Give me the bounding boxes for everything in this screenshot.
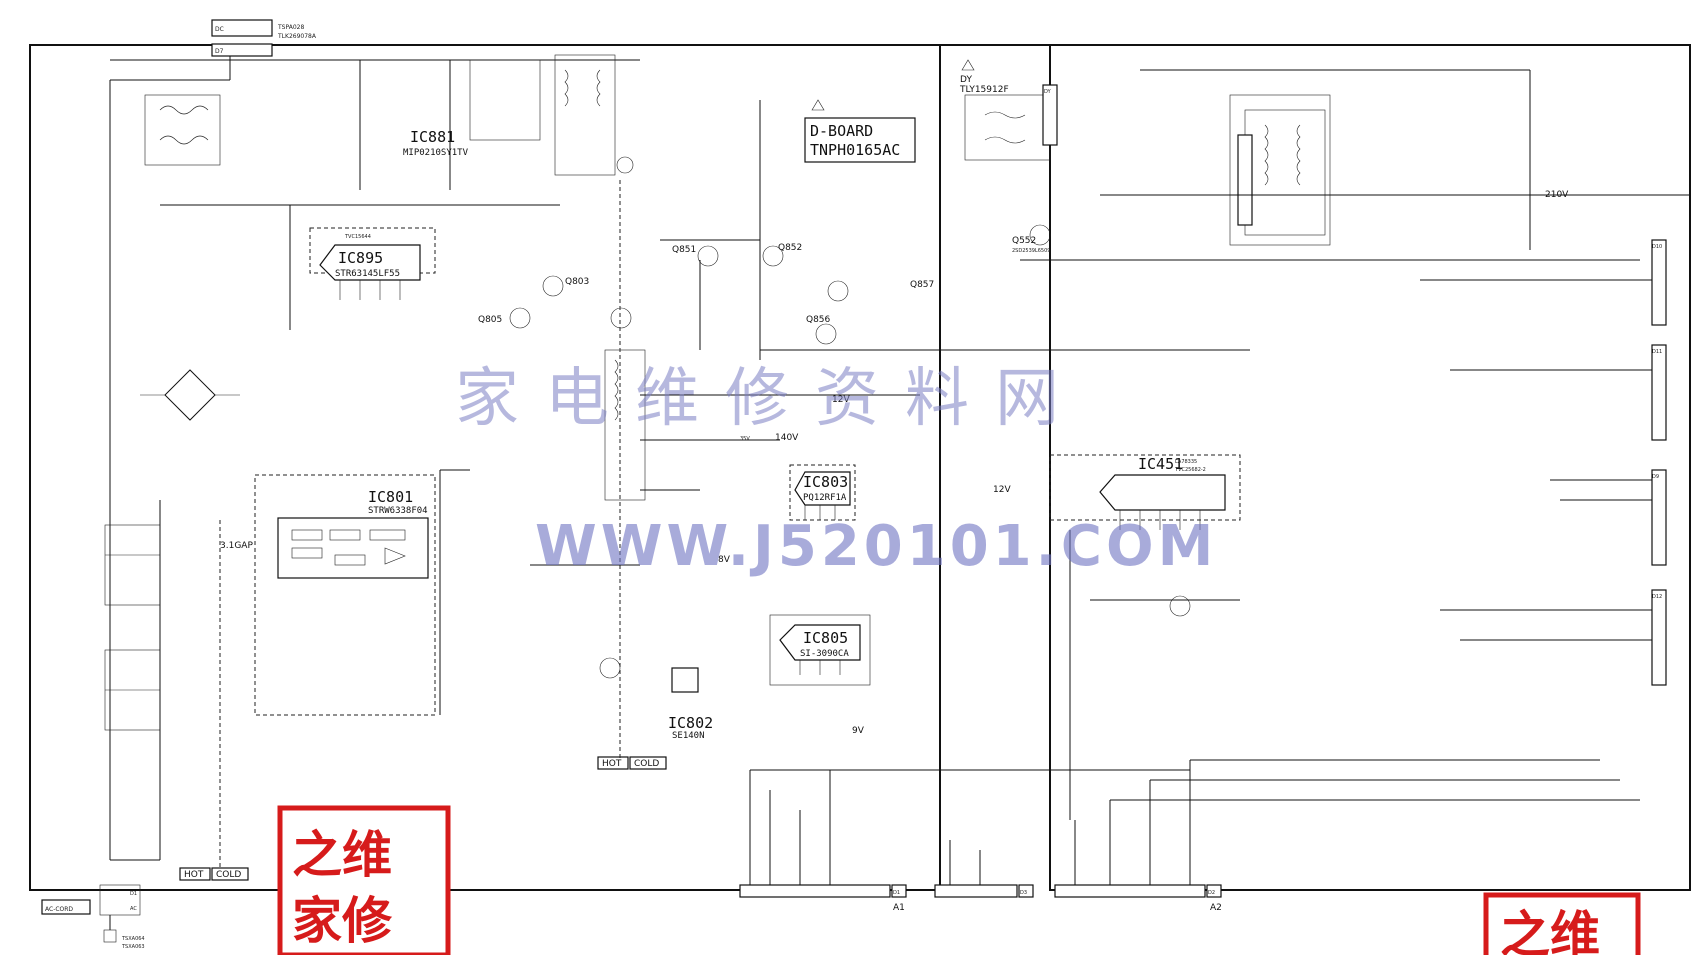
bottom-connectors: D1 A1 D3 D2 A2 [739,759,1640,913]
flyback-block [1020,69,1690,261]
conn-d11: D11 [1652,349,1662,355]
ic451-label: IC451 [1138,455,1183,473]
stamp-left: 之维 家修 [277,805,451,955]
dy-label: DY [960,75,972,85]
ic803-label: IC803 [803,473,848,491]
voltage-9v: 9V [852,726,865,736]
stamp-left-top: 之维 [292,826,392,884]
q552-label: Q552 [1012,236,1036,246]
stamp-left-bottom: 家修 [292,892,393,950]
q805-label: Q805 [478,315,502,325]
ic802-block: IC802 SE140N [668,667,713,741]
voltage-12v-a: 12V [832,395,850,405]
dy-part: TLY15912F [959,85,1009,95]
stamp-right: 之维 [1483,892,1641,955]
ic801-part: STRW6338F04 [368,506,428,516]
conn-d10: D10 [1652,244,1662,250]
q852-label: Q852 [778,243,802,253]
ic805-part: SI-3090CA [800,649,849,659]
gap-label: 3.1GAP [220,541,253,551]
ic803-part: PQ12RF1A [803,493,847,503]
ic451-part1: LA78335 [1175,459,1197,465]
ic895-block: TVC15644 IC895 STR63145LF55 [309,227,436,300]
hot-label: HOT [602,759,622,769]
ic802-part: SE140N [672,731,705,741]
ac-cord-label: AC-CORD [45,906,73,913]
ac-conn-ac: AC [130,906,137,912]
hot-cold-left: HOT COLD HOT COLD 3.1GAP [179,180,667,881]
q857-label: Q857 [910,280,934,290]
top-connector-dc: DC [215,26,224,33]
top-connector: DC D7 TSPA028 TLK269078A [211,19,317,57]
dy-conn-label: DY [1044,89,1052,95]
ic881-label: IC881 [410,128,455,146]
conn-a1: A1 [893,903,905,913]
voltage-8v: 8V [718,555,731,565]
conn-a2: A2 [1210,903,1222,913]
board-part: TNPH0165AC [810,141,900,159]
secondary-section [509,100,1250,679]
right-connectors: D10 D11 D9 D12 [1420,239,1667,686]
dy-block: DY TLY15912F DY [959,59,1058,161]
watermark-cn: 家电维修资料网 [455,362,1085,436]
stamp-right-text: 之维 [1500,906,1600,955]
ac-cord-part2: TSXA063 [121,944,145,950]
ac-cord: AC-CORD D1 AC TSXA064 TSXA063 [41,884,145,950]
ic805-label: IC805 [803,629,848,647]
q856-label: Q856 [806,315,831,325]
ic805-block: IC805 SI-3090CA [769,614,871,686]
q803-label: Q803 [565,277,589,287]
ic802-label: IC802 [668,714,713,732]
conn-d12: D12 [1652,594,1662,600]
conn-d1: D1 [893,890,900,896]
voltage-140v: 140V [775,433,799,443]
ic895-pkg: TVC15644 [344,234,371,240]
ic803-block: IC803 PQ12RF1A [789,464,856,521]
hot-label-2: HOT [184,870,204,880]
voltage-35v: 35V [740,436,750,442]
ac-conn-d1: D1 [130,891,137,897]
board-title: D-BOARD TNPH0165AC [804,99,916,163]
conn-d9: D9 [1652,474,1659,480]
ic451-block: IC451 LA78335 TVC25682-2 [1049,454,1241,820]
ic881-block: IC881 MIP0210SY1TV [110,54,640,330]
voltage-12v-b: 12V [993,485,1011,495]
q851-label: Q851 [672,245,696,255]
top-connector-part2: TLK269078A [277,33,317,40]
ic881-part: MIP0210SY1TV [403,148,469,158]
ic801-block: IC801 STRW6338F04 [254,469,470,716]
top-connector-d7: D7 [215,48,224,55]
left-board-frame [29,44,941,891]
ic895-label: IC895 [338,249,383,267]
ic451-part2: TVC25682-2 [1174,467,1206,473]
ic801-label: IC801 [368,488,413,506]
cold-label: COLD [634,759,659,769]
cold-label-2: COLD [216,870,241,880]
ac-cord-part1: TSXA064 [121,936,145,942]
board-name: D-BOARD [810,122,873,140]
q552-part: 2SD2539L6509 [1012,248,1050,254]
watermark-url: WWW.J520101.COM [535,514,1217,579]
top-connector-part1: TSPA028 [277,24,304,31]
conn-d2: D2 [1208,890,1215,896]
ic895-part: STR63145LF55 [335,269,400,279]
input-section [104,56,240,861]
conn-d3: D3 [1020,890,1027,896]
